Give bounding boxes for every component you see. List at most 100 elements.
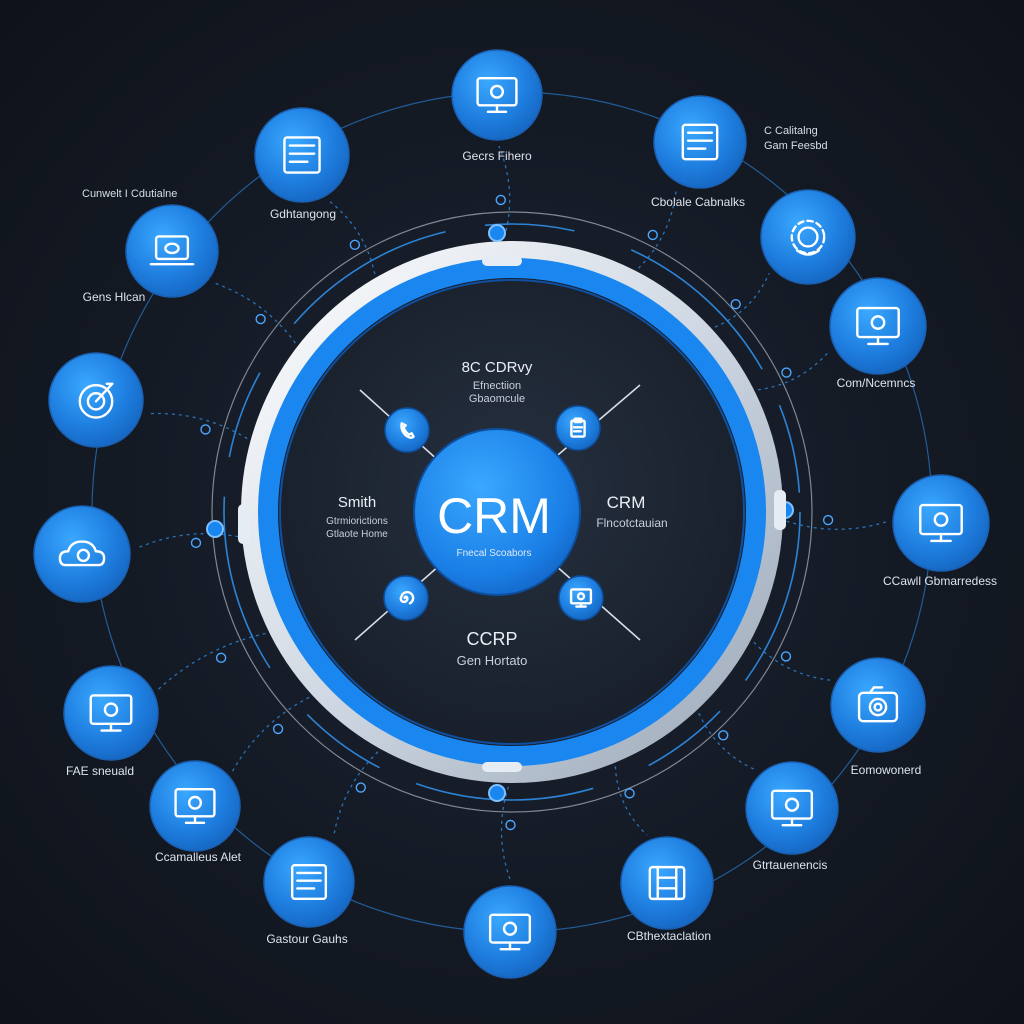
feature-node-label: Eomowonerd	[851, 763, 922, 777]
inner-node[interactable]	[383, 575, 429, 621]
connector-lines	[135, 145, 888, 881]
monitor-icon	[919, 503, 963, 543]
phone-icon	[400, 422, 415, 439]
feature-node-circle	[620, 836, 714, 930]
feature-node[interactable]: FAE sneuald	[63, 665, 159, 778]
connector-line	[147, 412, 254, 443]
inner-label-top: 8C CDRvy Efnectiion Gbaomcule	[462, 359, 533, 405]
caption-top-right-2: Gam Feesbd	[764, 140, 828, 152]
crm-core[interactable]: CRM Fnecal Scoabors	[413, 428, 581, 596]
feature-node-circle	[830, 657, 926, 753]
inner-label-left: Smith Gtrmiorictions Gtlaote Home	[326, 494, 388, 540]
feature-node-label: Cbolale Cabnalks	[651, 195, 745, 209]
feature-node[interactable]: CBthextaclation	[620, 836, 714, 943]
connector-line	[500, 779, 512, 881]
feature-node[interactable]: CCawll Gbmarredess	[883, 474, 997, 588]
feature-node-circle	[254, 107, 350, 203]
connector-line	[748, 636, 832, 681]
feature-node[interactable]: Gtrtauenencis	[745, 761, 839, 872]
connector-dot	[215, 652, 227, 664]
svg-text:CRM: CRM	[607, 493, 646, 512]
connector-dot	[780, 651, 792, 662]
connector-dot	[505, 819, 516, 831]
feature-node-label: Com/Ncemncs	[837, 376, 916, 390]
feature-node[interactable]: Gens Hlcan	[83, 204, 219, 304]
feature-node-circle	[653, 95, 747, 189]
monitor-icon	[488, 913, 532, 951]
connector-line	[328, 200, 377, 282]
feature-node[interactable]	[463, 885, 557, 979]
feature-node-circle	[829, 277, 927, 375]
svg-text:CCRP: CCRP	[466, 629, 517, 649]
feature-node[interactable]	[48, 352, 144, 448]
connector-dot	[255, 313, 266, 325]
feature-node-label: Gastour Gauhs	[266, 932, 347, 946]
connector-line	[135, 533, 246, 550]
feature-node[interactable]: Cbolale Cabnalks	[651, 95, 747, 209]
monitor-icon	[856, 306, 900, 346]
inner-node[interactable]	[555, 405, 601, 451]
connector-line	[750, 350, 831, 392]
camera-icon	[857, 686, 899, 723]
inner-nodes	[383, 405, 604, 621]
monitor-icon	[174, 787, 216, 825]
inner-node[interactable]	[558, 575, 604, 621]
document-icon	[283, 136, 321, 174]
laptop-icon	[149, 235, 195, 266]
connector-line	[332, 746, 384, 838]
connector-line	[779, 518, 888, 530]
feature-node[interactable]	[33, 505, 131, 603]
feature-node-circle	[63, 665, 159, 761]
cloud-icon	[58, 540, 106, 567]
monitor-icon	[770, 789, 814, 827]
swirl-icon	[399, 590, 415, 605]
connector-dot	[624, 788, 635, 799]
svg-text:Gbaomcule: Gbaomcule	[469, 393, 525, 405]
feature-node-label: CCawll Gbmarredess	[883, 574, 997, 588]
feature-node-label: Gecrs Fihero	[462, 149, 532, 163]
connector-dot	[349, 239, 361, 251]
svg-text:8C CDRvy: 8C CDRvy	[462, 359, 533, 376]
connector-dot	[781, 367, 792, 378]
core-title: CRM	[437, 488, 551, 544]
feature-node[interactable]: Eomowonerd	[830, 657, 926, 777]
connector-line	[498, 145, 511, 245]
inner-label-bottom: CCRP Gen Hortato	[457, 629, 528, 668]
feature-node[interactable]: Com/Ncemncs	[829, 277, 927, 390]
feature-node[interactable]: Gecrs Fihero	[451, 49, 543, 163]
monitor-icon	[569, 588, 593, 608]
caption-top-left: Cunwelt I Cdutialne	[82, 188, 177, 200]
feature-node[interactable]: Gastour Gauhs	[263, 836, 355, 946]
svg-text:Flncotctauian: Flncotctauian	[596, 516, 667, 530]
film-icon	[648, 865, 686, 901]
ring-dots	[206, 224, 794, 802]
feature-node-circle	[463, 885, 557, 979]
feature-node[interactable]: Ccamalleus Alet	[149, 760, 242, 864]
svg-text:Gtlaote Home: Gtlaote Home	[326, 529, 388, 540]
connector-line	[213, 282, 300, 350]
connector-line	[614, 759, 648, 836]
core-subtitle: Fnecal Scoabors	[456, 548, 531, 559]
feature-node-circle	[149, 760, 241, 852]
feature-node-label: Ccamalleus Alet	[155, 850, 242, 864]
inner-node[interactable]	[384, 407, 430, 453]
connector-line	[708, 272, 770, 331]
feature-node-circle	[263, 836, 355, 928]
monitor-icon	[89, 694, 133, 732]
feature-node[interactable]	[760, 189, 856, 285]
feature-node-circle	[125, 204, 219, 298]
document-icon	[681, 123, 719, 161]
target-icon	[78, 382, 114, 419]
connector-line	[157, 631, 273, 690]
monitor-icon	[476, 76, 518, 114]
feature-node-label: Gens Hlcan	[83, 290, 146, 304]
svg-text:Gtrmiorictions: Gtrmiorictions	[326, 516, 388, 527]
connector-dot	[718, 730, 729, 741]
feature-node-label: Gtrtauenencis	[753, 858, 828, 872]
svg-text:Gen Hortato: Gen Hortato	[457, 653, 528, 668]
extra-captions: C Calitalng Gam Feesbd Cunwelt I Cdutial…	[82, 125, 828, 200]
connector-dot	[190, 537, 202, 549]
feature-node[interactable]: Gdhtangong	[254, 107, 350, 221]
